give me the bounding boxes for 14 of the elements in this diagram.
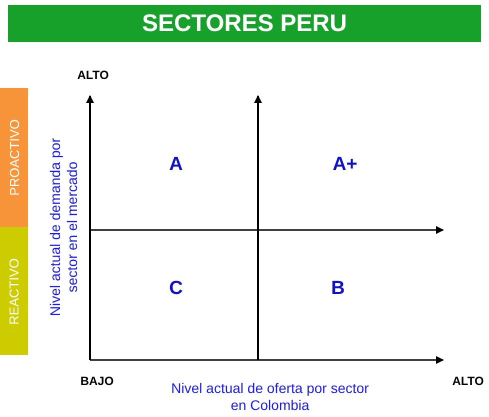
- quadrant-label: B: [330, 278, 346, 300]
- axis-title: Nivel actual de demanda por sector en el mercado: [47, 136, 81, 318]
- category-band: [0, 227, 28, 355]
- band-label: PROACTIVO: [6, 119, 22, 196]
- axis-label: ALTO: [451, 374, 485, 388]
- quadrant-label: A: [168, 154, 184, 176]
- band-label: REACTIVO: [6, 258, 22, 324]
- axis-label: BAJO: [79, 374, 115, 388]
- title-banner: SECTORES PERU: [8, 5, 481, 42]
- category-band: [0, 88, 28, 227]
- axis-label: ALTO: [76, 68, 110, 82]
- quadrant-label: C: [168, 278, 184, 300]
- quadrant-label: A+: [332, 154, 358, 176]
- axis-title: Nivel actual de oferta por sector en Colombia: [170, 380, 370, 414]
